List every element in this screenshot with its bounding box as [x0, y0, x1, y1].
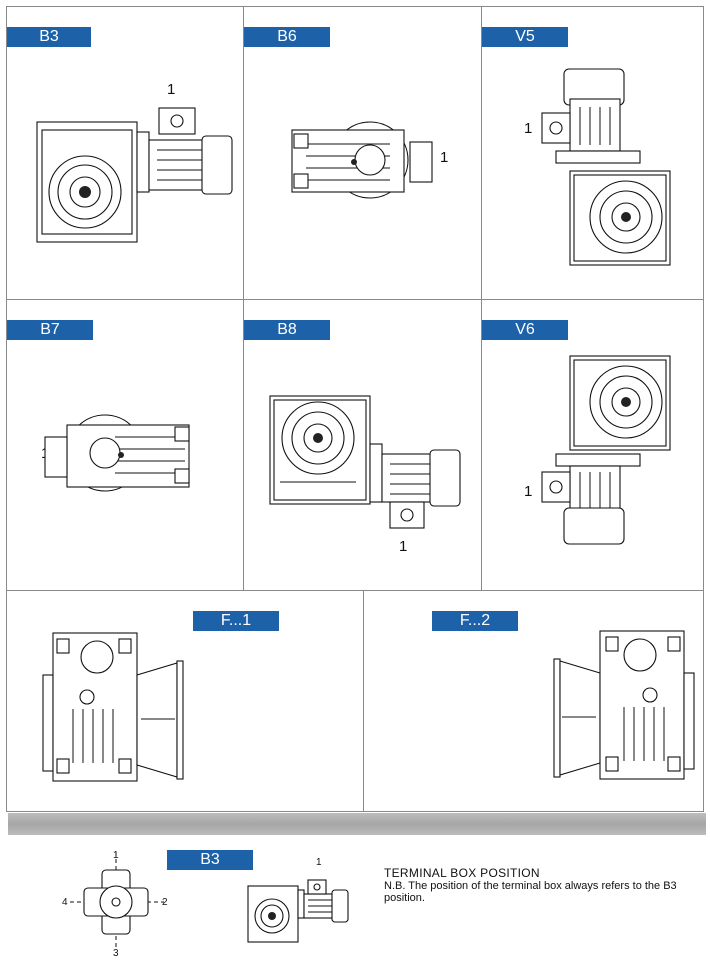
terminal-box-tag: B3: [167, 850, 253, 870]
position-2-label: 2: [162, 897, 168, 908]
terminal-box-note: N.B. The position of the terminal box al…: [384, 880, 677, 904]
gearmotor-drawing: [291, 121, 433, 199]
panel-tag: B8: [244, 320, 330, 340]
panel-tag: V5: [482, 27, 568, 47]
terminal-position-cross: [70, 852, 164, 948]
small-gearmotor-drawing: [247, 879, 349, 943]
gearmotor-drawing: [541, 68, 671, 266]
terminal-number: 1: [167, 81, 176, 98]
position-1-label: 1: [113, 850, 119, 861]
panel-tag: B6: [244, 27, 330, 47]
terminal-number: 1: [524, 483, 533, 500]
terminal-box-title: TERMINAL BOX POSITION: [384, 866, 540, 880]
terminal-number: 1: [440, 149, 449, 166]
panel-b6: B6 1: [243, 6, 482, 300]
gearmotor-drawing: [36, 107, 233, 243]
terminal-number: 1: [399, 538, 408, 555]
panel-tag: F...1: [193, 611, 279, 631]
panel-tag: V6: [482, 320, 568, 340]
position-3-label: 3: [113, 948, 119, 959]
gearmotor-drawing: [269, 395, 461, 529]
flange-drawing: [553, 630, 695, 780]
panel-tag: F...2: [432, 611, 518, 631]
terminal-number: 1: [524, 120, 533, 137]
panel-f1: F...1: [6, 590, 364, 812]
panel-v6: V6 1: [481, 299, 704, 591]
motor-terminal-label: 1: [316, 857, 322, 868]
panel-b3: B3 1: [6, 6, 244, 300]
separator-band: [8, 813, 706, 835]
panel-f2: F...2: [363, 590, 704, 812]
panel-tag: B7: [7, 320, 93, 340]
panel-b7: B7 1: [6, 299, 244, 591]
gearmotor-drawing: [44, 414, 190, 492]
panel-b8: B8 1: [243, 299, 482, 591]
position-4-label: 4: [62, 897, 68, 908]
gearmotor-drawing: [541, 355, 671, 545]
panel-v5: V5 1: [481, 6, 704, 300]
flange-drawing: [42, 632, 184, 782]
panel-tag: B3: [7, 27, 91, 47]
